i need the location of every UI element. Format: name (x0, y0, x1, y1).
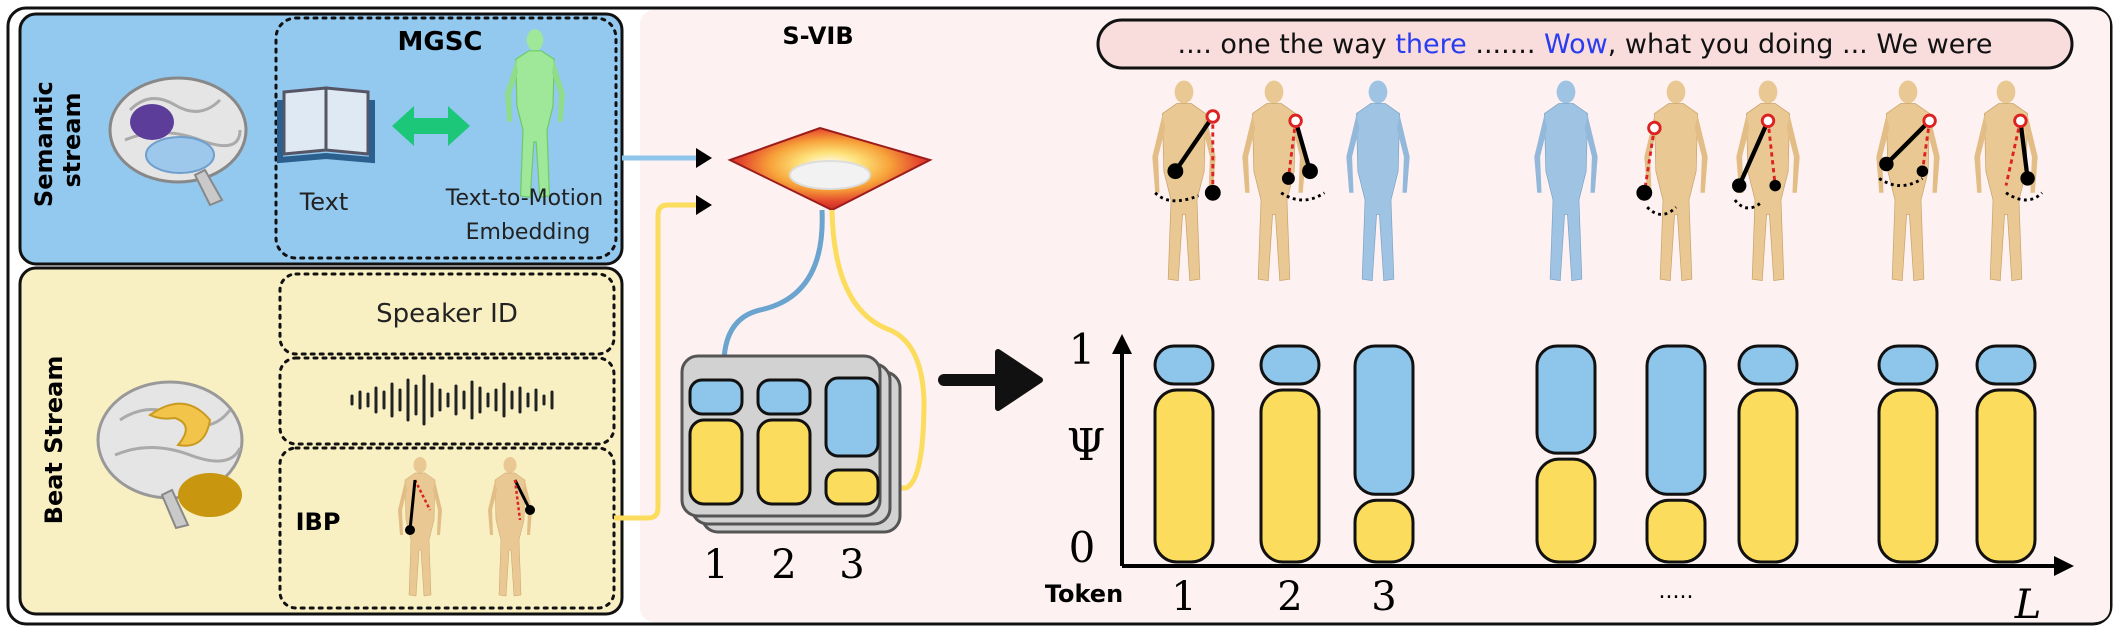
gesture-body-2 (1241, 80, 1326, 281)
slot-label-3: 3 (839, 542, 864, 588)
token-3-semantic-bar (1353, 344, 1415, 496)
mgsc-title: MGSC (397, 27, 482, 57)
gesture-body-1 (1151, 80, 1221, 281)
gesture-body-5 (1636, 80, 1709, 281)
ibp-label: IBP (296, 508, 341, 536)
svib-to-slot-yellow-arrow (829, 209, 927, 491)
token-8-semantic-bar (1975, 344, 2037, 386)
x-label-1: 1 (1171, 574, 1196, 620)
token-3-beat-bar (1353, 498, 1415, 564)
semantic-arrowhead (696, 148, 712, 168)
x-label-2: 2 (1277, 574, 1302, 620)
brain-semantic-icon (108, 76, 248, 207)
token-6-semantic-bar (1737, 344, 1799, 386)
motion-body-icon (505, 29, 565, 198)
slot-label-1: 1 (703, 542, 728, 588)
speaker-id-box (278, 272, 616, 356)
t2m-label: Text-to-Motion Embedding (445, 186, 610, 245)
output-arrow-icon (938, 349, 1043, 411)
slot-stack (680, 354, 902, 534)
beat-stream-label: Beat Stream (40, 356, 68, 525)
beat-arrowhead (696, 195, 712, 215)
gesture-body-6 (1732, 80, 1801, 281)
double-arrow-icon (392, 106, 470, 146)
slot-label-2: 2 (771, 542, 796, 588)
token-1-beat-bar (1153, 388, 1215, 564)
svib-to-slot-blue-arrow (721, 209, 825, 361)
book-icon (277, 86, 375, 164)
semantic-stream-panel: Semantic stream MGSC Text (18, 12, 624, 266)
mgsc-box (274, 16, 618, 260)
ibp-body-right-icon (487, 456, 535, 597)
brain-beat-icon (96, 380, 244, 530)
gesture-body-8 (1973, 80, 2044, 281)
transcript-segment: , what you doing ... We were (1608, 29, 1993, 60)
transcript-segment: .... one the way (1178, 29, 1396, 60)
token-5-beat-bar (1645, 498, 1707, 564)
token-4-semantic-bar (1535, 344, 1597, 455)
svib-bowl-icon (727, 126, 933, 212)
token-2-semantic-bar (1259, 344, 1321, 386)
transcript-segment: ....... (1467, 29, 1544, 60)
token-8-beat-bar (1975, 388, 2037, 564)
token-bars (1153, 344, 2037, 564)
token-1-semantic-bar (1153, 344, 1215, 386)
x-ellipsis: ..... (1659, 579, 1694, 604)
token-6-beat-bar (1737, 388, 1799, 564)
x-end-label: L (2014, 582, 2042, 628)
gesture-body-7 (1875, 80, 1941, 281)
beat-to-svib-arrow (614, 202, 700, 521)
y-axis-symbol: Ψ (1067, 420, 1106, 471)
beat-stream-panel: Beat Stream Speaker ID (18, 266, 624, 616)
text-label: Text (299, 188, 349, 216)
y-bottom-label: 0 (1069, 523, 1096, 572)
token-5-semantic-bar (1645, 344, 1707, 496)
gesture-bodies (1151, 80, 2044, 281)
token-7-semantic-bar (1877, 344, 1939, 386)
audio-waveform-icon (350, 374, 554, 426)
token-2-beat-bar (1259, 388, 1321, 564)
speaker-id-label: Speaker ID (376, 299, 518, 329)
semantic-stream-label: Semantic stream (30, 73, 86, 207)
transcript-highlight: there (1395, 29, 1466, 60)
token-chart: 1 Ψ 0 Token 1 2 3 ..... L (1045, 325, 2074, 628)
transcript-pill: .... one the way there ....... Wow, what… (1096, 18, 2074, 70)
y-top-label: 1 (1069, 325, 1096, 374)
svib-title: S-VIB (782, 22, 853, 50)
ibp-body-left-icon (397, 456, 443, 597)
token-7-beat-bar (1877, 388, 1939, 564)
audio-box (278, 356, 616, 446)
x-label-3: 3 (1371, 574, 1396, 620)
transcript-highlight: Wow (1544, 29, 1608, 60)
x-axis-title: Token (1045, 580, 1123, 608)
ibp-box (278, 446, 616, 610)
transcript-text: .... one the way there ....... Wow, what… (1178, 29, 1993, 60)
token-4-beat-bar (1535, 457, 1597, 564)
